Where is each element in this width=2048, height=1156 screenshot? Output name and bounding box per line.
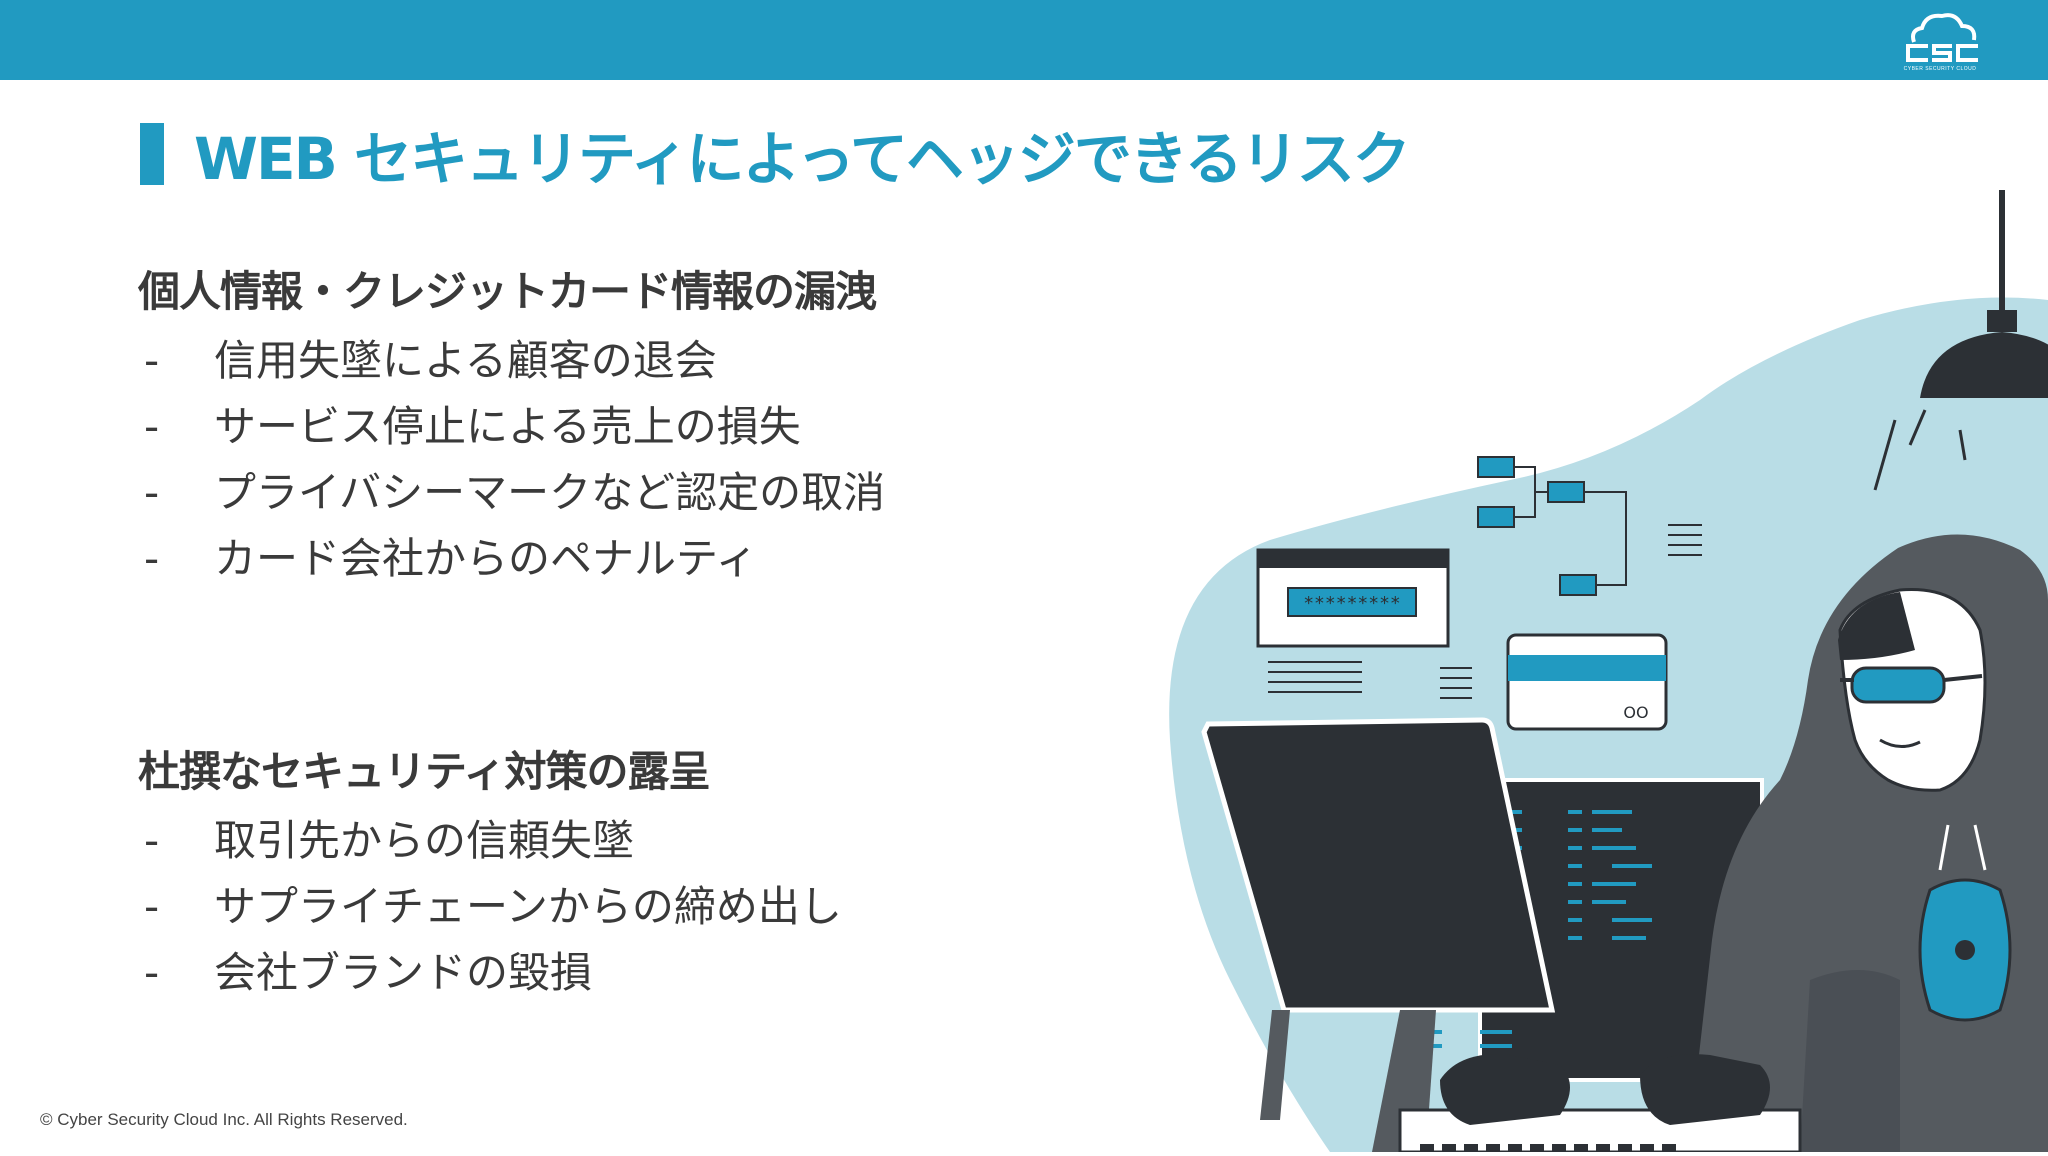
flowchart-icon: [1477, 456, 1627, 596]
password-window-icon: *********: [1256, 548, 1450, 648]
list-item: - 取引先からの信頼失墜: [138, 808, 709, 874]
csc-logo: CYBER SECURITY CLOUD: [1892, 8, 1988, 72]
list-item-text: プライバシーマークなど認定の取消: [214, 468, 886, 517]
hands-icon: [1440, 1054, 1770, 1125]
hatch-lines: [1268, 524, 1702, 699]
risk-list: - 取引先からの信頼失墜 - サプライチェーンからの締め出し - 会社ブランドの毀損: [138, 808, 842, 1006]
list-item-text: サプライチェーンからの締め出し: [214, 882, 842, 931]
list-dash: -: [144, 882, 160, 931]
lamp-icon: [1873, 190, 2048, 491]
password-mask: *********: [1303, 593, 1401, 614]
list-item-text: 取引先からの信頼失墜: [214, 816, 635, 865]
credit-card-icon: OO: [1506, 633, 1668, 731]
copyright: © Cyber Security Cloud Inc. All Rights R…: [40, 1110, 408, 1129]
list-item-text: 会社ブランドの毀損: [214, 948, 593, 997]
card-chip: OO: [1623, 703, 1648, 722]
list-dash: -: [144, 948, 160, 997]
list-item: - プライバシーマークなど認定の取消: [138, 460, 885, 526]
list-item: - 信用失墜による顧客の退会: [138, 328, 876, 394]
header-bar: CYBER SECURITY CLOUD: [0, 0, 2048, 80]
list-item-text: サービス停止による売上の損失: [214, 402, 801, 451]
list-item: - サービス停止による売上の損失: [138, 394, 876, 460]
risk-list: - 信用失墜による顧客の退会 - サービス停止による売上の損失 - プライバシーマーク…: [138, 328, 885, 592]
list-item-text: カード会社からのペナルティ: [214, 534, 758, 583]
list-item: - カード会社からのペナルティ: [138, 526, 876, 592]
front-monitor-icon: [1201, 717, 1556, 1152]
list-item-text: 信用失墜による顧客の退会: [214, 336, 717, 385]
section-data-leak: 個人情報・クレジットカード情報の漏洩 - 信用失墜による顧客の退会 - サービス停止…: [138, 262, 885, 592]
slide-title: WEB セキュリティによってヘッジできるリスク: [194, 125, 1411, 193]
list-dash: -: [144, 468, 160, 517]
list-dash: -: [144, 534, 160, 583]
list-dash: -: [144, 336, 160, 385]
hacker-illustration: ********* OO: [1140, 180, 2048, 1154]
list-dash: -: [144, 816, 160, 865]
section-heading: 杜撰なセキュリティ対策の露呈: [138, 747, 710, 796]
section-heading: 個人情報・クレジットカード情報の漏洩: [138, 267, 877, 316]
list-item: - サプライチェーンからの締め出し: [138, 874, 842, 940]
title-accent-bar: [140, 123, 164, 185]
list-dash: -: [144, 402, 160, 451]
slide-title-block: WEB セキュリティによってヘッジできるリスク: [140, 122, 1411, 193]
logo-subtext: CYBER SECURITY CLOUD: [1903, 66, 1977, 72]
hacker-figure-icon: [1688, 534, 2048, 1152]
section-weak-security: 杜撰なセキュリティ対策の露呈 - 取引先からの信頼失墜 - サプライチェーンからの締…: [138, 742, 842, 1006]
list-item: - 会社ブランドの毀損: [138, 940, 709, 1006]
